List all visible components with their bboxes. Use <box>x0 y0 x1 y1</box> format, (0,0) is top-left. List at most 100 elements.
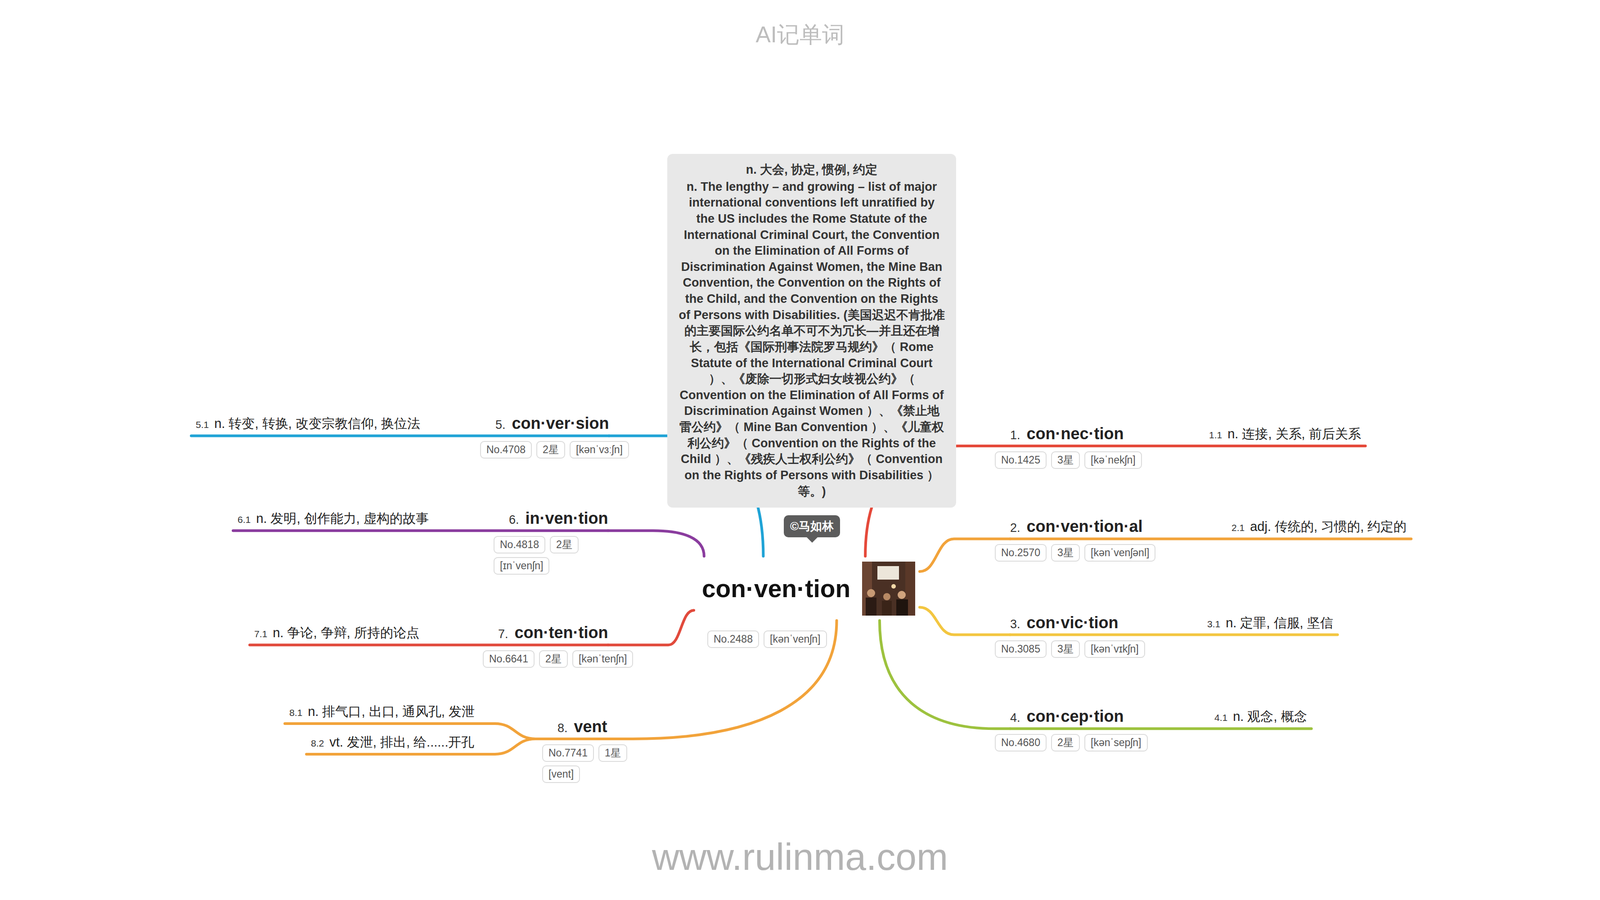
definition-number: 1.1 <box>1208 429 1223 441</box>
tag-text: 1星 <box>604 746 621 759</box>
branch-line <box>879 620 1011 729</box>
info-tag: No.4680 <box>994 733 1047 752</box>
tag-text: No.4818 <box>499 538 540 551</box>
info-tag: 2星 <box>1051 733 1080 752</box>
branch-word: vent <box>574 717 608 736</box>
photo-person <box>867 588 876 598</box>
info-tag: No.6641 <box>482 650 535 668</box>
definition-topic: 1.1 n. 连接, 关系, 前后关系 <box>1208 425 1362 444</box>
central-topic: con·ven·tion <box>693 556 920 621</box>
branch-line <box>233 529 609 532</box>
tag-text: [kənˈvɜːʃn] <box>575 443 623 456</box>
branch-word: con·ten·tion <box>514 623 609 642</box>
tag-text: 3星 <box>1057 453 1074 466</box>
branch-word: con·nec·tion <box>1026 424 1124 443</box>
tag-text: No.1425 <box>1001 453 1041 466</box>
photo-person <box>896 599 908 616</box>
tag-text: No.6641 <box>489 652 529 665</box>
info-tag: No.7741 <box>542 744 594 762</box>
info-tag: 3星 <box>1051 640 1080 658</box>
tag-text: 2星 <box>542 443 559 456</box>
tag-text: 2星 <box>545 652 562 665</box>
info-tag: 3星 <box>1051 451 1080 469</box>
info-tag: [kəˈnekʃn] <box>1084 451 1142 469</box>
branch-number: 1. <box>1010 428 1021 442</box>
tag-text: No.3085 <box>1001 642 1041 655</box>
definition-text: n. 发明, 创作能力, 虚构的故事 <box>256 511 429 526</box>
info-tag: [vent] <box>542 765 580 783</box>
definition-text: adj. 传统的, 习惯的, 约定的 <box>1249 519 1407 534</box>
definition-number: 8.1 <box>289 707 303 718</box>
definition-text: n. 排气口, 出口, 通风孔, 发泄 <box>307 704 475 719</box>
info-tag: [kənˈvenʃənl] <box>1084 543 1156 562</box>
branch-word: con·ver·sion <box>512 413 610 433</box>
tag-text: [kənˈsepʃn] <box>1090 736 1142 749</box>
tag-text: [kənˈvenʃn] <box>769 633 821 645</box>
info-tag: [kənˈsepʃn] <box>1084 733 1148 752</box>
info-tag: 2星 <box>539 650 568 668</box>
definition-text: n. 定罪, 信服, 坚信 <box>1225 615 1333 630</box>
headword: con·ven·tion <box>701 574 851 603</box>
tag-text: 2星 <box>556 538 573 551</box>
definition-topic: 7.1n. 争论, 争辩, 所持的论点 <box>254 624 420 643</box>
info-tag: 3星 <box>1051 543 1080 562</box>
definition-text: vt. 发泄, 排出, 给......开孔 <box>329 734 475 750</box>
tag-text: No.4708 <box>486 443 526 456</box>
photo-person <box>897 590 906 599</box>
branch-number: 4. <box>1010 710 1021 725</box>
branch-line <box>249 643 609 647</box>
definition-text: n. 转变, 转换, 改变宗教信仰, 换位法 <box>214 416 421 431</box>
author-text: ©马如林 <box>790 519 834 533</box>
photo-ground <box>862 561 916 616</box>
branch-number: 8. <box>557 721 568 735</box>
photo-person <box>881 600 892 616</box>
branch-line <box>608 530 705 557</box>
branch-line <box>1010 444 1366 448</box>
branch-line <box>1010 633 1338 637</box>
branch-number: 5. <box>495 417 506 432</box>
branch-topic: 8. vent <box>557 717 608 737</box>
tag-text: No.2488 <box>713 633 753 645</box>
branch-number: 2. <box>1010 521 1021 535</box>
branch-word: in·ven·tion <box>525 508 609 528</box>
branch-line <box>191 434 610 437</box>
branch-topic: 1. con·nec·tion <box>1010 424 1124 444</box>
branch-number: 3. <box>1010 617 1021 631</box>
info-tag: 2星 <box>549 535 579 554</box>
definition-number: 5.1 <box>195 419 209 430</box>
definition-topic: 6.1 n. 发明, 创作能力, 虚构的故事 <box>237 509 429 528</box>
definition-number: 7.1 <box>254 628 268 639</box>
branch-number: 7. <box>498 627 509 641</box>
info-tag: No.3085 <box>994 640 1047 658</box>
info-tag: No.1425 <box>994 451 1047 469</box>
definition-text: n. 连接, 关系, 前后关系 <box>1227 426 1361 441</box>
info-tag: No.4708 <box>480 440 532 459</box>
tag-text: No.4680 <box>1001 736 1041 749</box>
author-callout: ©马如林 <box>783 515 841 538</box>
branch-topic: 3.con·vic·tion <box>1010 613 1119 633</box>
note-box: n. 大会, 协定, 惯例, 约定n. The lengthy – and gr… <box>667 153 957 508</box>
branch-line <box>1010 727 1312 730</box>
definition-number: 6.1 <box>237 514 251 525</box>
branch-topic: 6.in·ven·tion <box>508 508 609 528</box>
callout-pointer <box>806 537 818 543</box>
example-text: n. The lengthy – and growing – list of m… <box>678 179 946 500</box>
info-tag: [kənˈvenʃn] <box>763 630 827 648</box>
definition-topic: 8.2 vt. 发泄, 排出, 给......开孔 <box>310 733 475 752</box>
branch-word: con·ven·tion·al <box>1026 516 1143 536</box>
photo-light <box>891 584 896 589</box>
photo-screen <box>877 566 899 580</box>
info-tag: [ɪnˈvenʃn] <box>493 557 550 575</box>
tag-text: [kənˈtenʃn] <box>578 652 627 665</box>
definition-number: 4.1 <box>1214 712 1228 723</box>
info-tag: [kənˈtenʃn] <box>572 650 634 668</box>
definition-topic: 8.1 n. 排气口, 出口, 通风孔, 发泄 <box>289 702 475 721</box>
definition-topic: 5.1 n. 转变, 转换, 改变宗教信仰, 换位法 <box>195 414 421 433</box>
photo-person <box>883 593 891 601</box>
definition-text: n. 观念, 概念 <box>1232 709 1307 724</box>
photo-person <box>865 597 877 616</box>
definition-number: 8.2 <box>310 737 324 749</box>
info-tag: No.4818 <box>493 535 546 554</box>
tag-text: [ɪnˈvenʃn] <box>499 559 544 572</box>
tag-text: [kəˈnekʃn] <box>1090 453 1136 466</box>
